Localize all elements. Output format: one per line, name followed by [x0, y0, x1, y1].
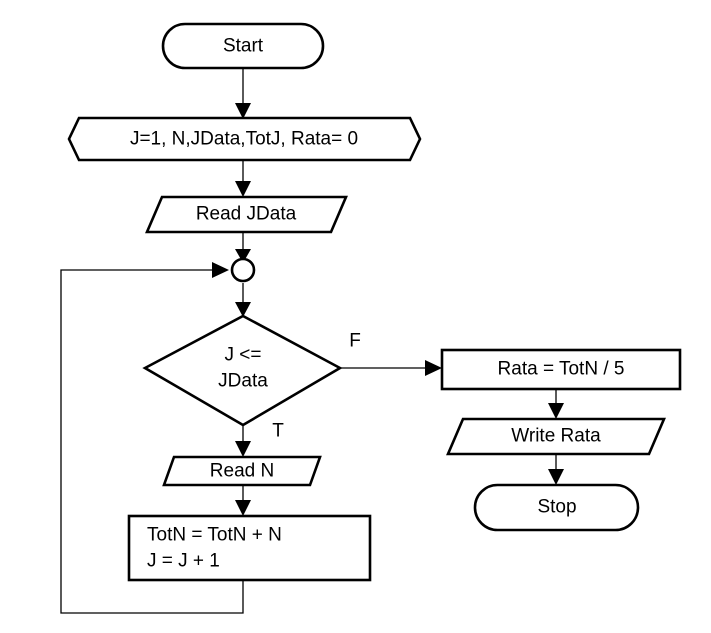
write-rata-label: Write Rata	[511, 426, 601, 447]
arrowhead-decision	[235, 302, 251, 317]
edge-loop-back	[60, 269, 244, 614]
false-edge-label: F	[349, 331, 361, 352]
decision-label-line1: J <=	[225, 345, 262, 366]
arrowhead-read-jdata	[235, 181, 251, 197]
arrowhead-write-rata	[548, 403, 564, 419]
condition-decision	[142, 314, 343, 427]
arrowhead-read-n	[235, 441, 251, 457]
loop-junction-connector	[230, 257, 256, 283]
arrowhead-stop	[548, 469, 564, 485]
init-preparation	[67, 116, 422, 162]
init-label: J=1, N,JData,TotJ, Rata= 0	[130, 129, 358, 150]
read-jdata-label: Read JData	[196, 204, 297, 225]
read-n-label: Read N	[210, 461, 274, 482]
arrowhead-rata	[425, 360, 442, 376]
arrowhead-init	[235, 103, 251, 119]
arrowhead-process	[235, 500, 251, 516]
decision-label-line2: JData	[218, 371, 268, 392]
arrowhead-loop-junction	[212, 262, 229, 278]
read-n-io	[162, 455, 322, 487]
rata-label: Rata = TotN / 5	[498, 359, 625, 380]
connectors	[60, 69, 557, 614]
true-edge-label: T	[272, 421, 284, 442]
process-label-line2: J = J + 1	[147, 551, 220, 572]
process-label-line1: TotN = TotN + N	[147, 525, 282, 546]
stop-label: Stop	[537, 497, 576, 518]
arrowhead-junction	[235, 249, 251, 263]
process-box	[127, 514, 372, 582]
rata-process-box	[440, 348, 682, 391]
write-rata-io	[446, 417, 666, 456]
stop-terminal	[473, 483, 640, 532]
start-label: Start	[223, 36, 264, 57]
arrowheads	[212, 103, 564, 516]
start-terminal	[161, 22, 325, 70]
read-jdata-io	[145, 195, 348, 234]
